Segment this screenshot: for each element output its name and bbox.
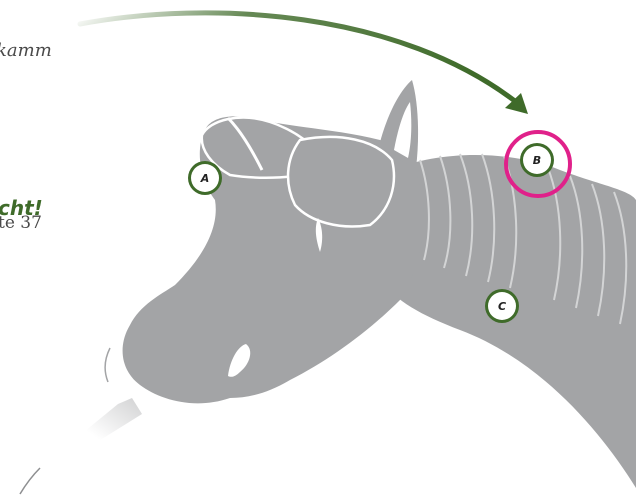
inner-ear (394, 102, 412, 158)
tube-tip (19, 467, 41, 495)
marker-b: B (504, 130, 572, 198)
eye (315, 218, 323, 252)
forelock-highlight (226, 116, 264, 171)
marker-b-label: B (533, 154, 541, 167)
highlight-ring (504, 130, 572, 198)
direction-arrow-head (505, 93, 528, 114)
lip-line (104, 347, 111, 383)
marker-c-label: C (498, 300, 506, 313)
feeding-tube (40, 398, 142, 470)
cheek-flap (286, 135, 396, 228)
nostril (228, 344, 251, 377)
marker-c: C (485, 289, 519, 323)
direction-arrow (77, 10, 523, 108)
marker-a-label: A (200, 172, 210, 185)
page-reference-text: te 37 (0, 213, 42, 233)
caution-heading: cht! (0, 196, 43, 220)
marker-a: A (188, 161, 222, 195)
crest-term-text: kamm (0, 40, 52, 61)
